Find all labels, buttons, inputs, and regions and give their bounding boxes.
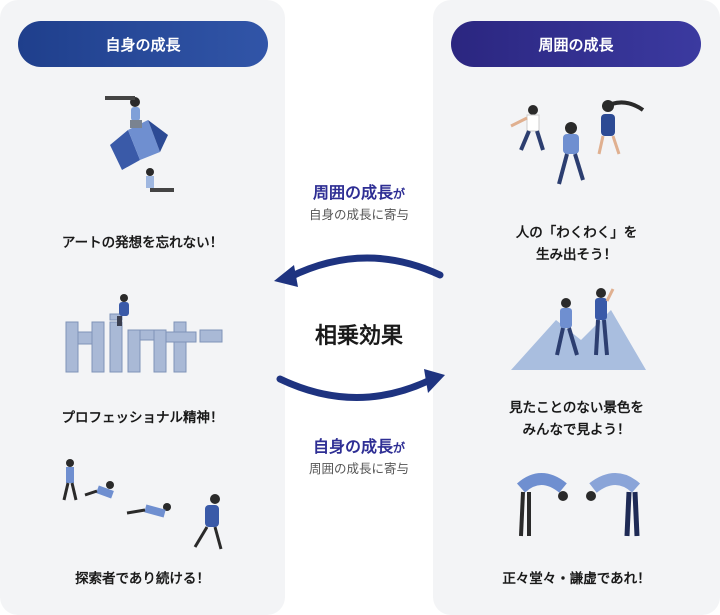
flow-top-strong: 周囲の成長 <box>312 183 393 202</box>
flow-top-label: 周囲の成長が 自身の成長に寄与 <box>285 183 433 225</box>
explorer-illustration <box>62 459 223 550</box>
self-growth-heading: 自身の成長 <box>18 21 268 67</box>
art-idea-illustration <box>105 96 174 192</box>
caption-scenery-line2: みんなで見よう！ <box>522 422 631 438</box>
flow-bottom-strong: 自身の成長 <box>312 437 393 456</box>
others-growth-panel: 周囲の成長 人の「わくわく」を 生み出そう！ 見たことのない景色を みんなで見よ… <box>433 0 720 615</box>
flow-bottom-label: 自身の成長が 周囲の成長に寄与 <box>285 437 433 479</box>
synergy-title: 相乗効果 <box>314 324 403 349</box>
caption-humility: 正々堂々・謙虚であれ！ <box>502 571 651 587</box>
caption-professional: プロフェッショナル精神！ <box>61 410 224 426</box>
arrow-to-self <box>274 254 444 287</box>
flow-bottom-sub: 周囲の成長に寄与 <box>308 461 409 476</box>
scenery-illustration <box>511 288 646 370</box>
flow-bottom-particle: が <box>393 441 406 455</box>
humility-illustration <box>516 473 641 537</box>
flow-top-particle: が <box>393 187 406 201</box>
caption-scenery-line1: 見たことのない景色を <box>509 400 644 416</box>
caption-explorer: 探索者であり続ける！ <box>75 571 210 587</box>
self-growth-panel: 自身の成長 アートの発想を忘れない！ プロフェッショナル精神！ <box>0 0 285 615</box>
professional-illustration <box>65 294 223 373</box>
arrow-to-others <box>276 369 445 401</box>
flow-top-sub: 自身の成長に寄与 <box>308 207 409 222</box>
excitement-illustration <box>510 100 645 185</box>
caption-art-idea: アートの発想を忘れない！ <box>61 235 224 251</box>
caption-excitement-line1: 人の「わくわく」を <box>515 225 638 241</box>
others-growth-heading: 周囲の成長 <box>451 21 701 67</box>
caption-excitement-line2: 生み出そう！ <box>536 247 617 263</box>
